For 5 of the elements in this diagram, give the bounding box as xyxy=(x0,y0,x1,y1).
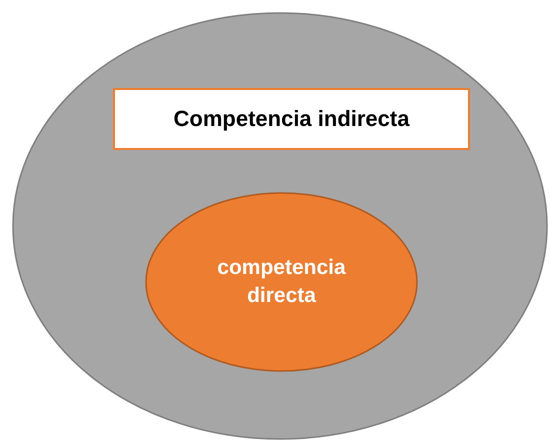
outer-ellipse xyxy=(12,12,548,440)
node-label: competencia directa xyxy=(216,254,347,309)
inner-ellipse xyxy=(145,192,418,372)
label-box xyxy=(113,88,470,150)
heading: Competencia indirecta xyxy=(174,105,410,134)
